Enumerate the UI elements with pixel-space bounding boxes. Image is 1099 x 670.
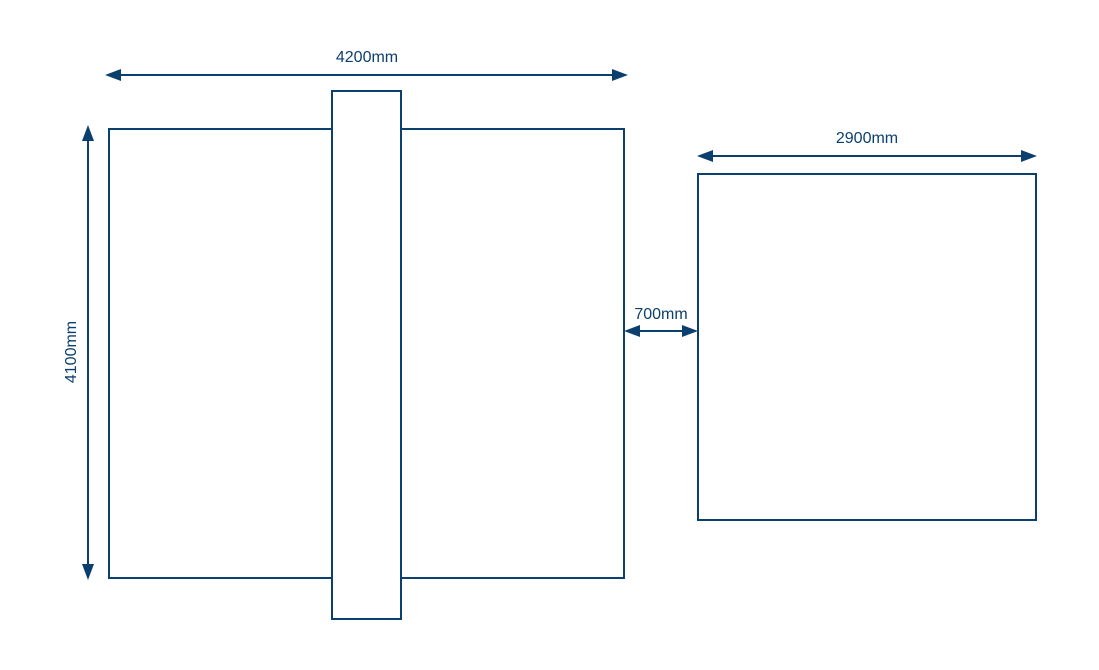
small-rectangle xyxy=(697,173,1037,521)
gap-label: 700mm xyxy=(634,306,687,323)
large-height-arrow-bottom xyxy=(82,564,94,580)
small-width-arrow-left xyxy=(697,150,713,162)
gap-dimension: 700mm xyxy=(624,306,698,337)
large-height-arrow-top xyxy=(82,125,94,141)
large-height-label: 4100mm xyxy=(63,321,80,383)
gap-arrow-left xyxy=(624,325,640,337)
large-width-arrow-left xyxy=(105,69,121,81)
large-width-dimension: 4200mm xyxy=(105,49,628,81)
large-height-dimension: 4100mm xyxy=(63,125,94,580)
large-width-arrow-right xyxy=(612,69,628,81)
vertical-strip xyxy=(331,90,402,620)
large-width-label: 4200mm xyxy=(336,49,398,66)
small-width-arrow-right xyxy=(1021,150,1037,162)
small-width-dimension: 2900mm xyxy=(697,130,1037,162)
small-width-label: 2900mm xyxy=(836,130,898,147)
gap-arrow-right xyxy=(682,325,698,337)
